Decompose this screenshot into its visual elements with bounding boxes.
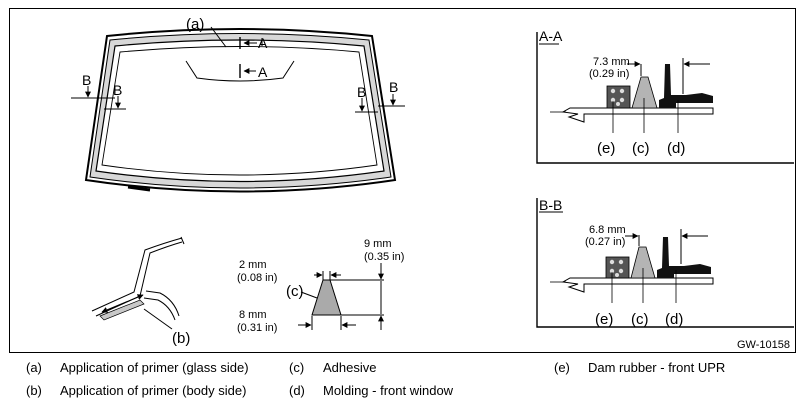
marker-b-right-inner: B [357, 84, 366, 100]
section-aa-label-d: (d) [667, 140, 685, 157]
figure-id: GW-10158 [737, 339, 790, 351]
bead-height-in: (0.35 in) [364, 251, 404, 263]
label-c-bead: (c) [286, 283, 304, 300]
section-bb-label-e: (e) [595, 311, 613, 328]
legend-key: (b) [26, 383, 42, 398]
diagram-figure: (a) A A B B B B (b) 2 mm (0.08 in) 9 mm … [9, 8, 796, 353]
body-flange-drawing [91, 236, 185, 330]
legend: (a) Application of primer (glass side) (b… [0, 360, 804, 412]
adhesive-bead-drawing [298, 263, 384, 330]
marker-b-right-outer: B [389, 79, 398, 95]
section-bb-dim-in: (0.27 in) [585, 236, 625, 248]
legend-key: (a) [26, 360, 42, 375]
legend-item-d: (d) Molding - front window [289, 383, 453, 398]
section-aa-dim-mm: 7.3 mm [593, 56, 630, 68]
legend-item-b: (b) Application of primer (body side) [26, 383, 246, 398]
legend-text: Application of primer (body side) [60, 383, 247, 398]
figure-frame [9, 8, 796, 353]
legend-key: (e) [554, 360, 570, 375]
bead-height-mm: 9 mm [364, 238, 392, 250]
section-bb-label-c: (c) [631, 311, 649, 328]
bead-base-mm: 8 mm [239, 309, 267, 321]
bead-base-in: (0.31 in) [237, 322, 277, 334]
legend-item-c: (c) Adhesive [289, 360, 376, 375]
legend-text: Molding - front window [323, 383, 454, 398]
bead-top-mm: 2 mm [239, 259, 267, 271]
label-b-flange: (b) [172, 330, 190, 347]
marker-b-left-inner: B [113, 82, 122, 98]
section-aa-title: A-A [539, 28, 563, 44]
marker-b-left-outer: B [82, 72, 91, 88]
section-aa-label-c: (c) [632, 140, 650, 157]
legend-key: (c) [289, 360, 305, 375]
section-aa-dim-in: (0.29 in) [589, 68, 629, 80]
section-aa-drawing [536, 32, 794, 164]
section-bb-drawing [536, 198, 794, 328]
label-a-windshield: (a) [186, 16, 204, 33]
section-bb-dim-mm: 6.8 mm [589, 224, 626, 236]
legend-item-e: (e) Dam rubber - front UPR [554, 360, 725, 375]
windshield-drawing [71, 26, 405, 193]
legend-text: Dam rubber - front UPR [588, 360, 726, 375]
bead-top-in: (0.08 in) [237, 272, 277, 284]
marker-a-outer: A [258, 35, 268, 51]
legend-key: (d) [289, 383, 305, 398]
legend-item-a: (a) Application of primer (glass side) [26, 360, 249, 375]
section-bb-title: B-B [539, 197, 562, 213]
section-aa-label-e: (e) [597, 140, 615, 157]
legend-text: Application of primer (glass side) [60, 360, 249, 375]
legend-text: Adhesive [323, 360, 377, 375]
section-bb-label-d: (d) [665, 311, 683, 328]
marker-a-inner: A [258, 64, 268, 80]
